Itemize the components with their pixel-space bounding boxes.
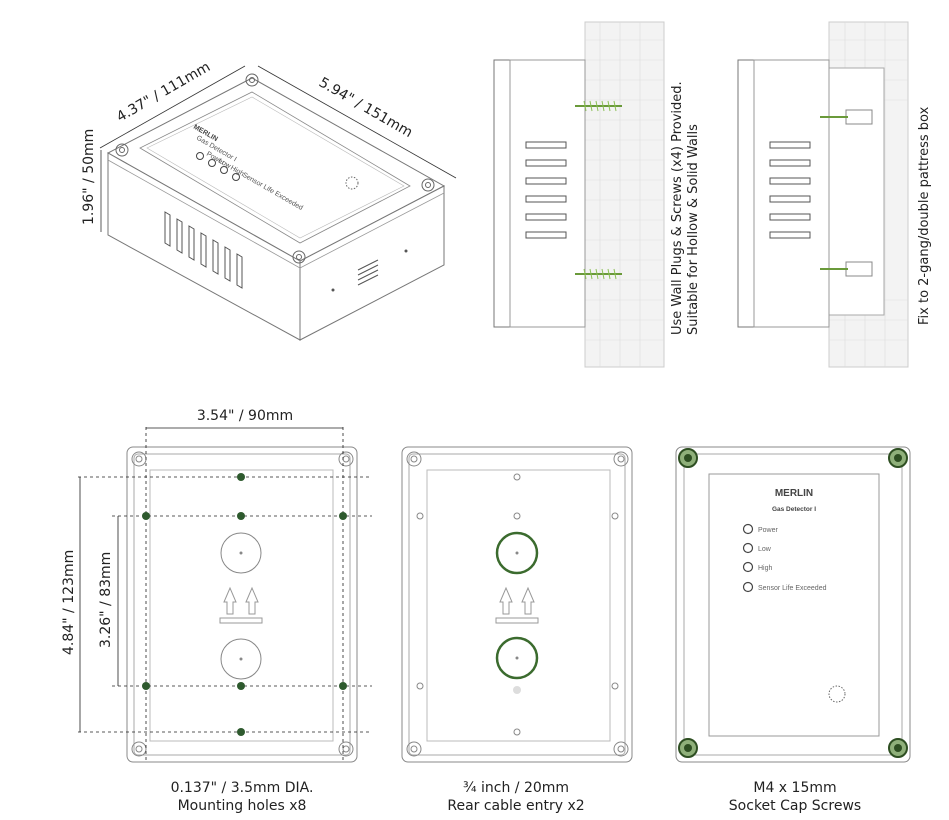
- mounting-hole: [237, 512, 245, 520]
- mounting-caption-line1: 0.137" / 3.5mm DIA.: [171, 780, 314, 796]
- front-brand-text: MERLIN: [775, 488, 813, 499]
- front-caption-line1: M4 x 15mm: [753, 780, 836, 796]
- mounting-hole: [142, 512, 150, 520]
- side-view-wall-plugs: Use Wall Plugs & Screws (x4) Provided. S…: [493, 21, 701, 368]
- wall-plugs-text-line1: Use Wall Plugs & Screws (x4) Provided.: [670, 81, 685, 335]
- front-led-label-low: Low: [758, 546, 772, 553]
- sensor-icon: [828, 685, 846, 703]
- cable-caption-line1: ¾ inch / 20mm: [463, 780, 569, 796]
- cable-entry-ring: [495, 636, 539, 680]
- rear-mounting-view: 3.54" / 90mm 4.84" / 123mm 3.26" / 83mm …: [61, 408, 372, 814]
- rear-cable-view: ¾ inch / 20mm Rear cable entry x2: [401, 446, 633, 814]
- screw-icon: [678, 738, 698, 758]
- mounting-hole: [142, 682, 150, 690]
- front-led-label-high: High: [758, 565, 773, 572]
- pattress-text: Fix to 2-gang/double pattress box: [917, 106, 932, 325]
- mounting-hole: [237, 682, 245, 690]
- iso-dim-height: 1.96" / 50mm: [81, 129, 97, 225]
- led-sensor-icon: [742, 581, 754, 593]
- front-led-label-sensor: Sensor Life Exceeded: [758, 585, 827, 592]
- socket-cap-screws: [678, 448, 908, 758]
- mounting-hole: [237, 728, 245, 736]
- mounting-hole: [339, 512, 347, 520]
- side-view-pattress: Fix to 2-gang/double pattress box: [737, 21, 932, 368]
- screw-icon: [678, 448, 698, 468]
- mounting-hole: [237, 473, 245, 481]
- mounting-holes: [142, 473, 347, 736]
- dim-top: 3.54" / 90mm: [197, 408, 293, 424]
- front-led-label-power: Power: [758, 527, 779, 534]
- led-low-icon: [742, 542, 754, 554]
- isometric-view: MERLIN Gas Detector I Power Low High Sen…: [81, 59, 457, 341]
- front-view: MERLIN Gas Detector I Power Low High Sen…: [675, 446, 911, 814]
- led-power-icon: [742, 523, 754, 535]
- mounting-caption-line2: Mounting holes x8: [178, 798, 307, 814]
- front-caption-line2: Socket Cap Screws: [729, 798, 861, 814]
- dim-inner: 3.26" / 83mm: [98, 552, 114, 648]
- front-model-text: Gas Detector I: [772, 506, 816, 513]
- screw-icon: [888, 738, 908, 758]
- screw-icon: [888, 448, 908, 468]
- led-high-icon: [742, 561, 754, 573]
- wall-plugs-text-line2: Suitable for Hollow & Solid Walls: [686, 124, 701, 335]
- dim-outer: 4.84" / 123mm: [61, 550, 77, 655]
- cable-entry-ring: [495, 531, 539, 575]
- mounting-hole: [339, 682, 347, 690]
- cable-caption-line2: Rear cable entry x2: [447, 798, 584, 814]
